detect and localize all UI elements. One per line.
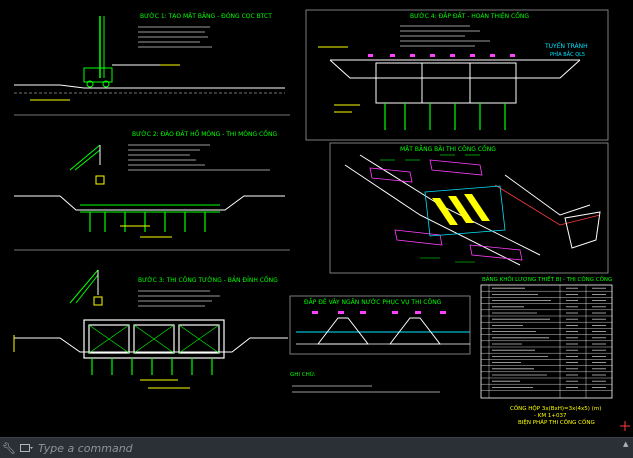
material-yard-blocks [369, 159, 523, 261]
step4-title: BƯỚC 4: ĐẮP ĐẤT - HOÀN THIỆN CỐNG [410, 12, 529, 20]
plan-title: MẶT BẰNG BÃI THI CÔNG CỐNG [400, 145, 496, 153]
route-label-2: PHÍA BẮC QL5 [550, 50, 585, 58]
notes-title: GHI CHÚ: [290, 371, 316, 378]
command-line: ▲ 🔧︎ [0, 437, 633, 458]
step1-title: BƯỚC 1: TẠO MẶT BẰNG - ĐÓNG CỌC BTCT [140, 12, 272, 20]
step3-panel: BƯỚC 3: THI CÔNG TƯỜNG - BẢN ĐỈNH CỐNG [13, 269, 288, 389]
footer-line-2: - KM 1+037 [534, 413, 567, 419]
step3-title: BƯỚC 3: THI CÔNG TƯỜNG - BẢN ĐỈNH CỐNG [138, 276, 278, 284]
customize-wrench-icon[interactable]: 🔧︎ [2, 441, 16, 455]
footer-line-1: CỐNG HỘP 3x(BxH)=3x(4x5) (m) [510, 404, 601, 412]
cofferdam-detail: ĐẮP ĐÊ VÂY NGĂN NƯỚC PHỤC VỤ THI CÔNG [289, 295, 471, 355]
pile-driver-rig [83, 16, 113, 88]
step1-notes [138, 26, 212, 48]
site-plan: MẶT BẰNG BÃI THI CÔNG CỐNG [329, 142, 609, 274]
recent-commands-glyph [20, 444, 33, 452]
crane-step3 [69, 269, 103, 306]
command-input[interactable] [36, 439, 633, 457]
route-label-1: TUYẾN TRÁNH [544, 42, 588, 50]
step2-title: BƯỚC 2: ĐÀO ĐẤT HỐ MÓNG - THI MÓNG CỐNG [132, 130, 277, 138]
recent-commands-icon[interactable] [18, 439, 36, 457]
box-culvert-section [83, 319, 225, 359]
cad-drawing-canvas[interactable]: BƯỚC 1: TẠO MẶT BẰNG - ĐÓNG CỌC BTCT BƯỚ… [0, 0, 633, 437]
step2-panel: BƯỚC 2: ĐÀO ĐẤT HỐ MÓNG - THI MÓNG CỐNG [14, 130, 290, 251]
step1-panel: BƯỚC 1: TẠO MẶT BẰNG - ĐÓNG CỌC BTCT [14, 12, 290, 116]
ucs-mark [620, 421, 630, 431]
excavator-crane [69, 144, 105, 185]
culvert-plan-bars [432, 194, 490, 225]
culvert-section-step4 [375, 62, 517, 104]
step4-panel: BƯỚC 4: ĐẮP ĐẤT - HOÀN THIỆN CỐNG TUYẾN … [305, 9, 609, 141]
quantity-table: BẢNG KHỐI LƯỢNG THIẾT BỊ - THI CÔNG CỐNG [480, 275, 613, 399]
title-footer: CỐNG HỘP 3x(BxH)=3x(4x5) (m) - KM 1+037 … [510, 404, 601, 426]
notes-block: GHI CHÚ: [290, 371, 440, 393]
history-up-icon[interactable]: ▲ [623, 440, 629, 448]
table-title: BẢNG KHỐI LƯỢNG THIẾT BỊ - THI CÔNG CỐNG [482, 275, 612, 283]
cofferdam-title: ĐẮP ĐÊ VÂY NGĂN NƯỚC PHỤC VỤ THI CÔNG [304, 298, 442, 306]
footer-line-3: BIỆN PHÁP THI CÔNG CỐNG [518, 418, 595, 426]
